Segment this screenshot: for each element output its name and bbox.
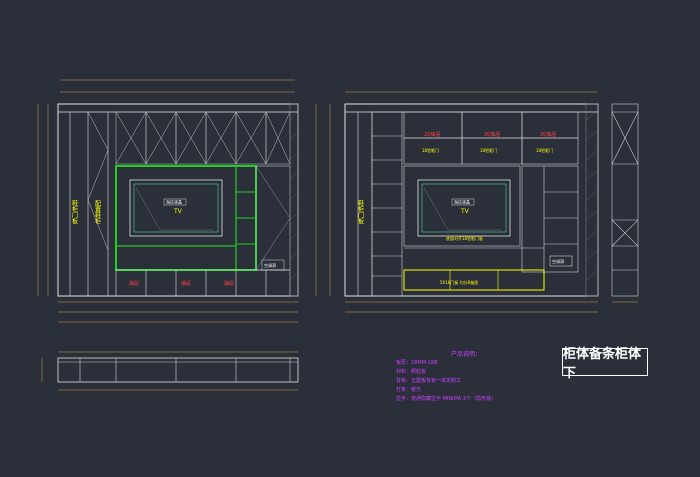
right-shelf-label-2: 20抽屉: [484, 131, 500, 138]
note-line: 材料：颗粒板: [396, 369, 427, 375]
left-drawer-label-3: 抽屉: [224, 280, 234, 287]
right-shelf-label-3: 20抽屉: [540, 131, 556, 138]
left-side-panel-label: 鞋柜门板: [71, 199, 78, 225]
right-tv-shelf-label: 底部对开18铝框门板: [446, 235, 483, 241]
left-tv-tag: 海信液晶: [166, 199, 182, 205]
right-door-label-1: 18铝框门: [422, 147, 439, 153]
note-line: 拉手：普通隐藏拉手 MINIMA 3个（隐形装）: [396, 396, 497, 402]
right-shelf-label-1: 20抽屉: [424, 131, 440, 138]
side-section: [611, 103, 639, 303]
left-bottom-label: 空调洞: [264, 262, 276, 268]
drawing-title: 柜体备条柜体下: [562, 347, 648, 381]
notes-title: 产品说明：: [450, 351, 481, 358]
right-side-panel-label: 鞋柜门板: [357, 199, 364, 225]
left-tv-label: TV: [173, 208, 183, 215]
right-tv-tag: 海信液晶: [454, 199, 470, 205]
right-door-label-2: 18铝框门: [480, 147, 497, 153]
right-tv-label: TV: [460, 208, 470, 215]
left-door-label: 配置鞋柜: [94, 200, 101, 225]
right-door-label-3: 18铝框门: [536, 147, 553, 153]
right-side-label: 空调洞: [552, 258, 564, 264]
note-line: 灯条：暖光: [396, 387, 422, 393]
product-notes: 产品说明： 板厚：18MM-18B 材料：颗粒板 背板：五厘板背板一体定制工 灯…: [396, 350, 536, 404]
left-drawer-label-2: 抽屉: [181, 280, 191, 287]
left-drawer-label-1: 抽屉: [129, 280, 139, 287]
right-drawer-row-label: 5X18门板 均分8抽屉: [440, 279, 478, 285]
left-elevation: 鞋柜门板 配置鞋柜 TV 海信液晶 抽屉 抽屉 抽屉 空调洞: [37, 79, 317, 323]
note-line: 背板：五厘板背板一体定制工: [396, 378, 462, 384]
right-elevation: 鞋柜门板 TV 海信液晶 20抽屉 20抽屉 20抽屉 18铝框门 18铝框门 …: [329, 91, 599, 313]
plan-view: [41, 351, 299, 391]
note-line: 板厚：18MM-18B: [396, 360, 438, 366]
